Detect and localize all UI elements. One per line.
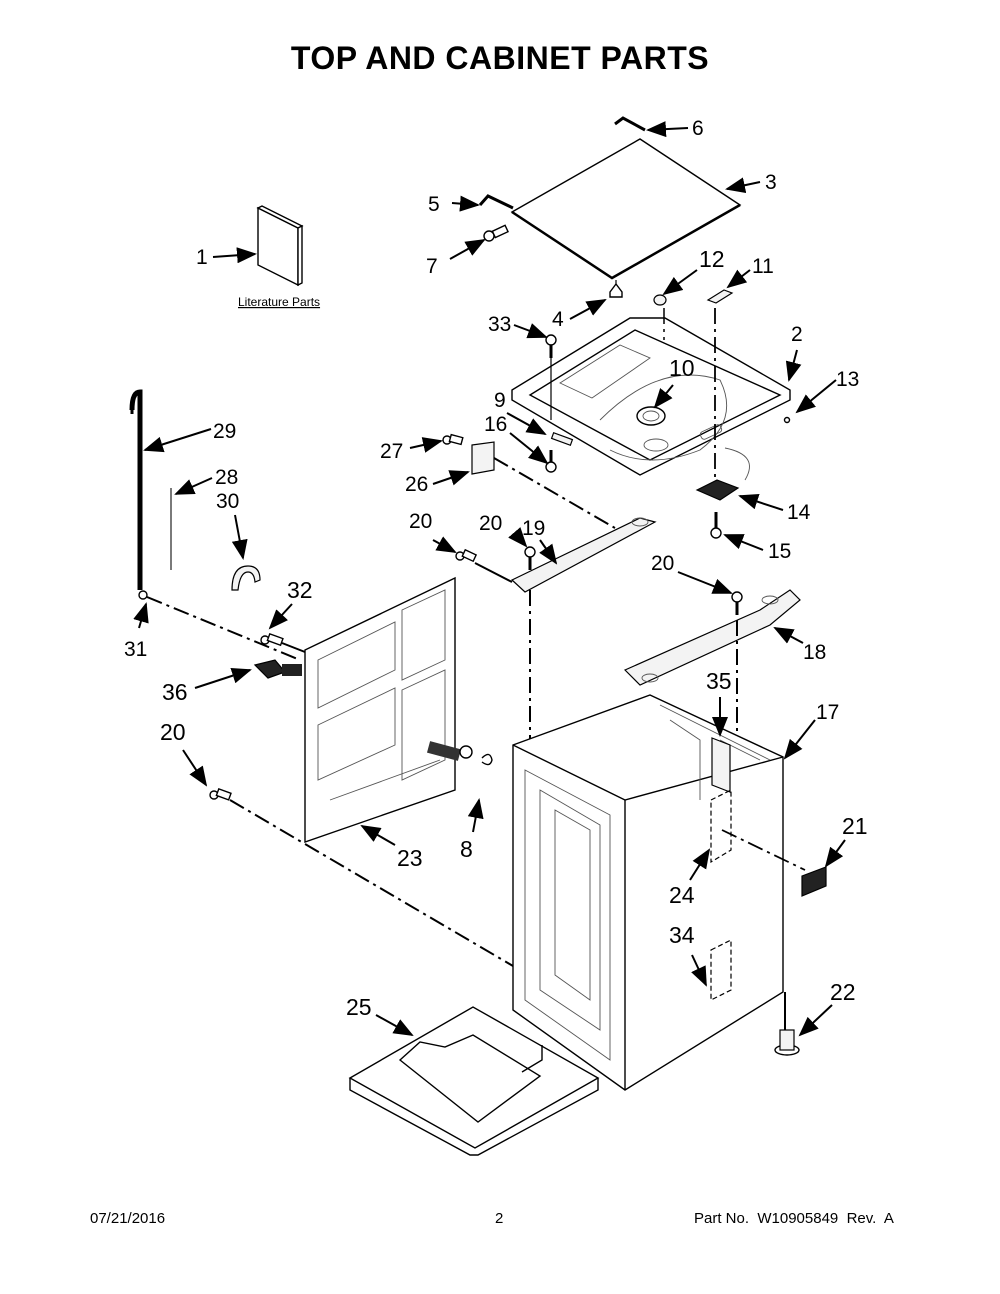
- callout-27: 27: [380, 440, 403, 463]
- part-lid: [510, 138, 742, 280]
- callout-19: 19: [522, 517, 545, 540]
- part-screw-27: [442, 433, 464, 446]
- footer-part-number: Part No. W10905849 Rev. A: [694, 1210, 894, 1227]
- callout-31: 31: [124, 638, 147, 661]
- callout-18: 18: [803, 641, 826, 664]
- callout-8: 8: [460, 836, 473, 862]
- part-drain-hose: [129, 389, 143, 590]
- callout-11: 11: [752, 255, 774, 278]
- part-lid-switch: [695, 479, 740, 501]
- part-screw-20-a: [455, 548, 478, 563]
- part-front-brace: [510, 517, 657, 593]
- callout-20-left: 20: [160, 719, 186, 745]
- part-leveling-foot: [774, 1029, 800, 1056]
- callout-25: 25: [346, 994, 372, 1020]
- callout-34: 34: [669, 922, 695, 948]
- footer-page-number: 2: [495, 1210, 504, 1227]
- part-rear-panel: [304, 576, 456, 843]
- callout-30: 30: [216, 490, 239, 513]
- callout-2: 2: [791, 323, 803, 346]
- part-rear-brace: [623, 589, 801, 686]
- part-screw-20-b: [524, 546, 536, 570]
- part-literature-booklet: [256, 205, 304, 287]
- part-screw-15: [710, 512, 722, 539]
- part-screw-33: [545, 334, 557, 358]
- callout-32: 32: [287, 577, 313, 603]
- part-water-inlet: [253, 659, 302, 679]
- callout-21: 21: [842, 813, 868, 839]
- footer-date: 07/21/2016: [90, 1210, 166, 1227]
- callout-36: 36: [162, 679, 188, 705]
- callout-20-a: 20: [409, 510, 432, 533]
- part-cabinet: [512, 694, 784, 1091]
- callout-3: 3: [765, 171, 777, 194]
- part-screw-20-c: [731, 591, 743, 615]
- part-screw-7: [483, 224, 509, 242]
- callout-33: 33: [488, 313, 511, 336]
- callout-10: 10: [669, 355, 695, 381]
- callout-20-b: 20: [479, 512, 502, 535]
- callout-24: 24: [669, 882, 695, 908]
- part-switch-9: [550, 431, 574, 447]
- callout-7: 7: [426, 255, 438, 278]
- part-badge: [801, 866, 827, 897]
- part-screw-16: [545, 450, 557, 473]
- callout-35: 35: [706, 668, 732, 694]
- part-base-pad: [348, 1006, 600, 1156]
- callout-14: 14: [787, 501, 811, 524]
- callout-15: 15: [768, 540, 791, 563]
- part-screw-20-left: [209, 787, 232, 801]
- callout-13: 13: [836, 368, 859, 391]
- part-screw-32: [260, 632, 284, 647]
- callout-16: 16: [484, 413, 507, 436]
- callout-22: 22: [830, 979, 856, 1005]
- callout-26: 26: [405, 473, 428, 496]
- callout-17: 17: [816, 701, 839, 724]
- callout-5: 5: [428, 193, 440, 216]
- callout-29: 29: [213, 420, 236, 443]
- callout-23: 23: [397, 845, 423, 871]
- callout-9: 9: [494, 389, 506, 412]
- callout-1: 1: [196, 246, 208, 269]
- callout-28: 28: [215, 466, 238, 489]
- callout-4: 4: [552, 308, 564, 331]
- literature-parts-label: Literature Parts: [238, 295, 320, 309]
- callout-20-c: 20: [651, 552, 674, 575]
- callout-6: 6: [692, 117, 704, 140]
- page-title: TOP AND CABINET PARTS: [290, 40, 710, 76]
- callout-12: 12: [699, 246, 725, 272]
